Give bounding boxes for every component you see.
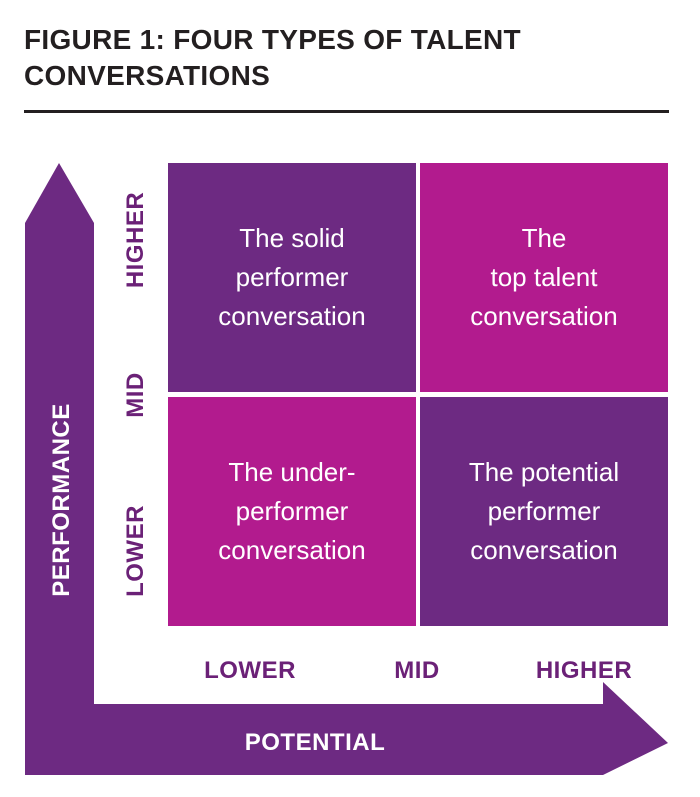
x-tick-mid: MID: [394, 657, 440, 684]
quadrant-line: The solid: [239, 223, 345, 253]
quadrant-line: conversation: [470, 301, 618, 331]
quadrant-line: performer: [235, 496, 349, 526]
quadrant-text: The solid performer conversation: [218, 219, 365, 336]
y-axis-title: PERFORMANCE: [48, 403, 75, 597]
performance-arrow: [25, 163, 94, 704]
quadrant-text: The under- performer conversation: [218, 453, 365, 570]
quadrant-text: The potential performer conversation: [469, 453, 619, 570]
quadrant-line: top talent: [490, 262, 598, 292]
quadrant-solid-performer: The solid performer conversation: [168, 163, 416, 392]
quadrant-line: The under-: [228, 457, 356, 487]
x-tick-higher: HIGHER: [535, 657, 633, 684]
quadrant-potential-performer: The potential performer conversation: [420, 397, 668, 626]
quadrant-under-performer: The under- performer conversation: [168, 397, 416, 626]
title-divider: [24, 110, 669, 113]
quadrant-top-talent: The top talent conversation: [420, 163, 668, 392]
quadrant-line: performer: [487, 496, 601, 526]
quadrant-line: performer: [235, 262, 349, 292]
quadrant-line: conversation: [470, 535, 618, 565]
quadrant-line: The potential: [468, 457, 620, 487]
y-tick-lower: LOWER: [122, 505, 149, 597]
quadrant-line: conversation: [218, 535, 366, 565]
x-axis-title: POTENTIAL: [244, 729, 386, 756]
figure-title: FIGURE 1: FOUR TYPES OF TALENT CONVERSAT…: [24, 24, 521, 91]
quadrant-line: The: [521, 223, 567, 253]
y-tick-mid: MID: [122, 372, 149, 418]
potential-arrow: [25, 682, 668, 775]
x-tick-lower: LOWER: [204, 657, 296, 684]
quadrant-line: conversation: [218, 301, 366, 331]
y-tick-higher: HIGHER: [122, 191, 149, 289]
quadrant-text: The top talent conversation: [470, 219, 617, 336]
